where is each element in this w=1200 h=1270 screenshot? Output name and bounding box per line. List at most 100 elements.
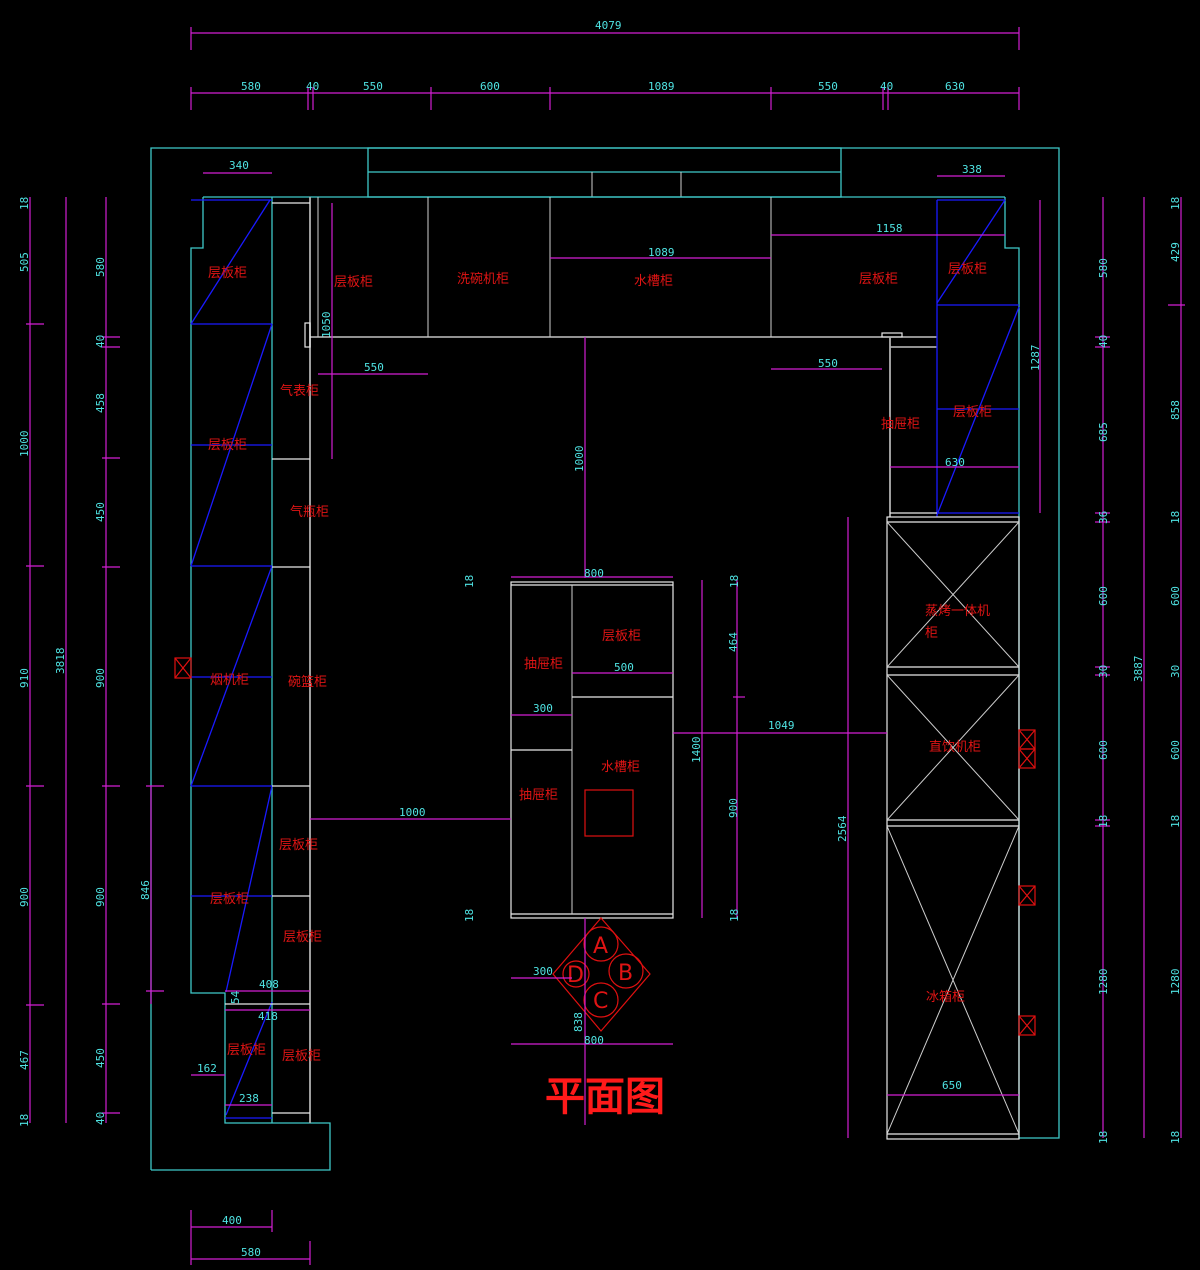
label-right-drawer: 抽屉柜	[881, 417, 920, 432]
dim-label: 300	[533, 702, 553, 715]
label-steam-oven-2: 柜	[925, 626, 938, 641]
label-range-hood: 烟机柜	[210, 673, 249, 688]
label-left-shelf-5: 层板柜	[227, 1043, 266, 1058]
dim-top-seg: 550	[363, 80, 383, 93]
dim-label: 900	[18, 887, 31, 907]
label-gas-meter: 气表柜	[280, 383, 319, 399]
dim-label: 429	[1169, 242, 1182, 262]
seat-b-label: B	[618, 961, 633, 986]
dimension-lines	[26, 27, 1185, 1265]
dim-label: 162	[197, 1062, 217, 1075]
dim-label: 36	[1097, 511, 1110, 524]
dim-label: 18	[18, 1114, 31, 1127]
seat-d-label: D	[567, 963, 584, 988]
dim-label: 500	[614, 661, 634, 674]
dim-label: 846	[139, 880, 152, 900]
dim-label: 600	[1097, 740, 1110, 760]
dim-label: 340	[229, 159, 249, 172]
dim-label: 600	[1169, 740, 1182, 760]
socket-icon	[174, 657, 192, 679]
dim-label: 685	[1097, 422, 1110, 442]
right-shelf-column	[936, 199, 1020, 517]
dim-label: 900	[727, 798, 740, 818]
label-top-shelf: 层板柜	[334, 275, 373, 290]
dim-label: 418	[258, 1010, 278, 1023]
dim-label: 3818	[54, 648, 67, 675]
socket-icon	[1018, 885, 1036, 906]
walls	[150, 147, 1060, 1171]
dim-top-seg: 630	[945, 80, 965, 93]
dim-label: 630	[945, 456, 965, 469]
dim-label: 18	[463, 575, 476, 588]
dim-label: 838	[572, 1012, 585, 1032]
dim-label: 40	[94, 335, 107, 348]
label-left-shelf-1: 层板柜	[208, 438, 247, 453]
label-top-right-shelf: 层板柜	[859, 272, 898, 287]
dim-label: 467	[18, 1050, 31, 1070]
dim-label: 18	[1097, 815, 1110, 828]
inner-left-wall	[190, 197, 310, 1124]
dim-label: 18	[728, 909, 741, 922]
dim-top-seg: 1089	[648, 80, 675, 93]
dim-label: 18	[1169, 197, 1182, 210]
dim-label: 1000	[18, 431, 31, 458]
label-corner-right-shelf: 层板柜	[948, 262, 987, 277]
dim-label: 238	[239, 1092, 259, 1105]
dim-label: 18	[728, 575, 741, 588]
dim-label: 1089	[648, 246, 675, 259]
dim-label: 54	[229, 990, 242, 1004]
dim-label: 600	[1169, 586, 1182, 606]
dim-label: 40	[94, 1112, 107, 1125]
label-sink: 水槽柜	[634, 274, 673, 289]
left-shelf-column	[190, 199, 273, 1119]
label-bowl-basket: 碗篮柜	[288, 674, 327, 690]
dim-label: 300	[533, 965, 553, 978]
label-water-dispenser: 直饮机柜	[929, 740, 981, 755]
socket-icon	[1018, 1015, 1036, 1036]
dim-top-seg: 40	[306, 80, 319, 93]
outer-wall	[150, 147, 1060, 1170]
dim-top-seg: 40	[880, 80, 893, 93]
dim-label: 800	[584, 567, 604, 580]
dim-label: 3887	[1132, 656, 1145, 683]
dim-label: 1050	[320, 312, 333, 339]
top-base-cabinets	[310, 197, 937, 348]
dim-label: 338	[962, 163, 982, 176]
dim-label: 550	[364, 361, 384, 374]
dim-label: 1000	[399, 806, 426, 819]
left-base-cabinets	[225, 197, 311, 1123]
label-steam-oven: 蒸烤一体机	[925, 604, 990, 619]
label-left-shelf-4: 层板柜	[283, 930, 322, 945]
label-island-drawer-2: 抽屉柜	[519, 788, 558, 803]
label-island-drawer-1: 抽屉柜	[524, 657, 563, 672]
dim-label: 1158	[876, 222, 903, 235]
dim-label: 900	[94, 668, 107, 688]
label-left-shelf-6: 层板柜	[282, 1049, 321, 1064]
dim-label: 1280	[1097, 969, 1110, 996]
seat-a-label: A	[593, 934, 608, 959]
right-tall-cabinets	[886, 337, 1020, 1140]
label-left-shelf-2: 层板柜	[279, 838, 318, 853]
socket-icon	[1018, 729, 1036, 750]
drawing-title: 平面图	[545, 1073, 665, 1120]
sink-basin	[584, 789, 634, 837]
label-island-shelf: 层板柜	[602, 629, 641, 644]
dim-label: 580	[1097, 258, 1110, 278]
label-fridge: 冰箱柜	[926, 989, 965, 1005]
dim-label: 800	[584, 1034, 604, 1047]
outer-wall-bottom-left	[151, 1122, 331, 1171]
dim-label: 580	[94, 257, 107, 277]
dim-label: 600	[1097, 586, 1110, 606]
electrical-sockets	[174, 657, 1036, 1036]
dim-label: 18	[463, 909, 476, 922]
label-island-sink: 水槽柜	[601, 760, 640, 775]
dim-label: 2564	[836, 815, 849, 842]
dim-label: 450	[94, 1048, 107, 1068]
dining-table: A B C D	[552, 917, 651, 1032]
dim-label: 464	[727, 632, 740, 652]
dim-label: 40	[1097, 335, 1110, 348]
label-gas-tank: 气瓶柜	[290, 504, 329, 520]
dim-top-seg: 550	[818, 80, 838, 93]
dim-label: 18	[1169, 815, 1182, 828]
